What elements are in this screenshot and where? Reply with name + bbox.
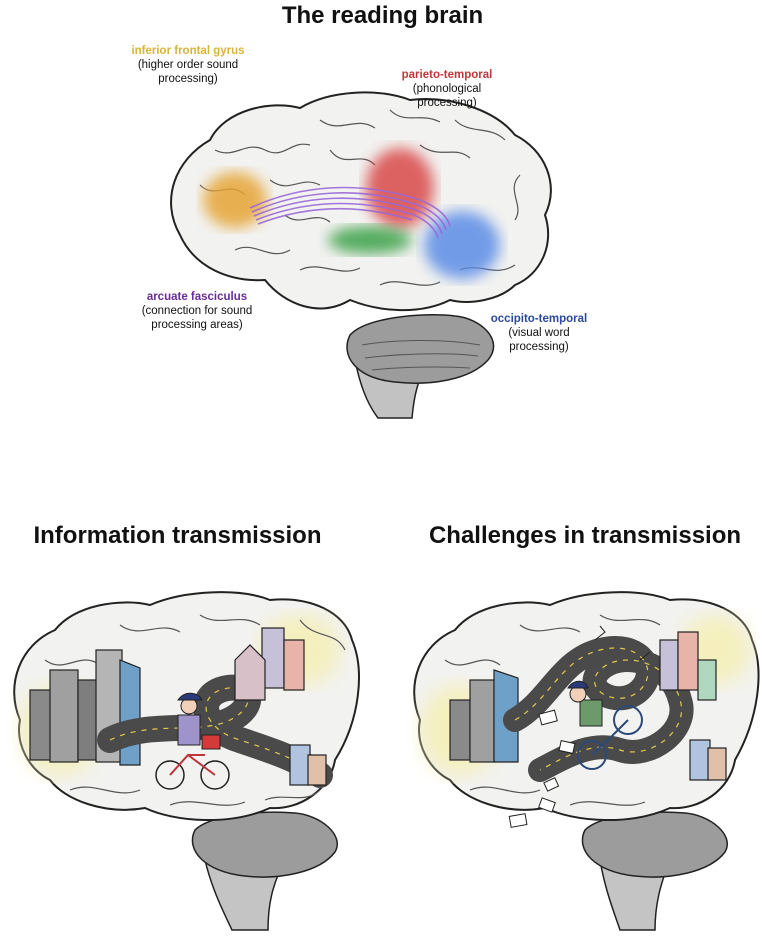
label-occipito-temporal: occipito-temporal (visual word processin… (480, 312, 598, 354)
arcuate-fasciculus-tract (249, 186, 451, 239)
panel-title-right: Challenges in transmission (428, 522, 742, 549)
region-description: (higher order sound processing) (137, 59, 239, 85)
occipito-temporal-region (424, 211, 500, 279)
region-name: inferior frontal gyrus (131, 45, 245, 57)
region-name: arcuate fasciculus (146, 291, 248, 303)
label-parieto-temporal: parieto-temporal (phonological processin… (385, 68, 509, 110)
region-description: (phonological processing) (412, 83, 482, 109)
panel-title-left: Information transmission (33, 522, 322, 549)
temporal-green-region (328, 226, 412, 254)
region-description: (connection for sound processing areas) (141, 305, 253, 331)
inferior-frontal-gyrus-region (203, 172, 267, 228)
label-inferior-frontal-gyrus: inferior frontal gyrus (higher order sou… (128, 44, 248, 86)
main-title: The reading brain (281, 2, 484, 29)
cerebellum (346, 314, 495, 384)
region-description: (visual word processing) (508, 327, 570, 353)
region-name: parieto-temporal (401, 69, 493, 81)
region-name: occipito-temporal (490, 313, 588, 325)
label-arcuate-fasciculus: arcuate fasciculus (connection for sound… (130, 290, 264, 332)
